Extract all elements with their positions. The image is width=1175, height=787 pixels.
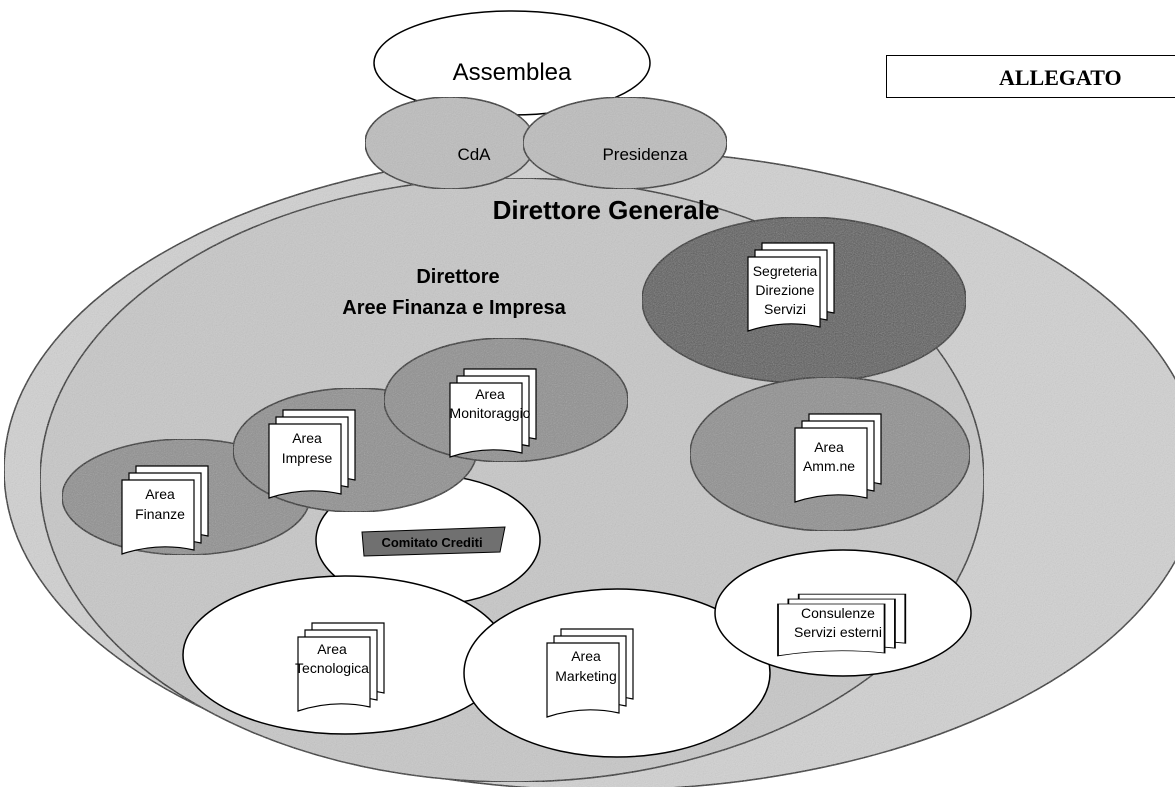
amministrazione-label-2: Amm.ne [803, 458, 855, 474]
segreteria-label-2: Direzione [755, 282, 814, 298]
direttore-generale-label: Direttore Generale [493, 195, 720, 225]
presidenza-label: Presidenza [602, 145, 688, 164]
direttore-area-label-line2: Aree Finanza e Impresa [342, 297, 566, 319]
imprese-label-1: Area [292, 430, 322, 446]
assemblea-label: Assemblea [453, 59, 572, 86]
direttore-area-label-line1: Direttore [416, 266, 499, 288]
finanze-label-2: Finanze [135, 506, 185, 522]
segreteria-label-3: Servizi [764, 301, 806, 317]
allegato-label: ALLEGATO [886, 55, 1175, 98]
consulenze-label-2: Servizi esterni [794, 624, 882, 640]
cda-label: CdA [457, 145, 491, 164]
imprese-label-2: Imprese [282, 450, 333, 466]
tecnologica-label-1: Area [317, 641, 347, 657]
monitoraggio-label-1: Area [475, 386, 505, 402]
cda-ellipse [364, 96, 536, 190]
tecnologica-label-2: Tecnologica [295, 660, 369, 676]
consulenze-label-1: Consulenze [801, 605, 875, 621]
segreteria-label-1: Segreteria [753, 263, 818, 279]
presidenza-ellipse [522, 96, 728, 190]
comitato-label: Comitato Crediti [381, 535, 482, 550]
marketing-label-2: Marketing [555, 668, 616, 684]
finanze-label-1: Area [145, 486, 175, 502]
monitoraggio-label-2: Monitoraggio [450, 405, 531, 421]
marketing-label-1: Area [571, 648, 601, 664]
comitato-banner [361, 526, 506, 557]
amministrazione-label-1: Area [814, 439, 844, 455]
